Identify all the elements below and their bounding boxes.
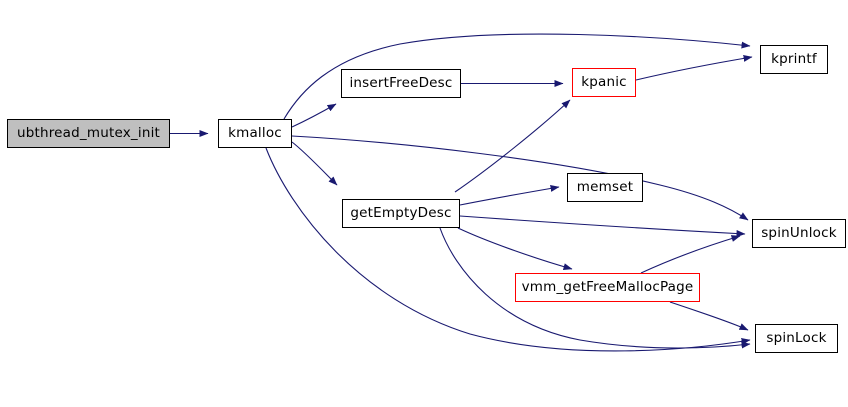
node-label-kmalloc: kmalloc bbox=[228, 124, 282, 141]
edge-getEmptyDesc-to-memset bbox=[459, 184, 560, 206]
node-label-spinLock: spinLock bbox=[766, 329, 827, 346]
edge-getEmptyDesc-to-spinLock bbox=[439, 227, 751, 349]
node-label-kprintf: kprintf bbox=[771, 50, 817, 67]
node-label-getEmptyDesc: getEmptyDesc bbox=[350, 204, 452, 221]
edge-getEmptyDesc-to-spinUnlock bbox=[459, 215, 746, 238]
node-kmalloc[interactable]: kmalloc bbox=[218, 119, 292, 148]
edges-group bbox=[170, 33, 753, 352]
node-insertFreeDesc[interactable]: insertFreeDesc bbox=[341, 69, 461, 98]
edge-getEmptyDesc-to-vmm_getFreeMallocPage bbox=[457, 227, 573, 271]
node-label-spinUnlock: spinUnlock bbox=[761, 224, 837, 241]
edge-getEmptyDesc-to-kpanic bbox=[454, 99, 571, 193]
node-label-vmm_getFreeMallocPage: vmm_getFreeMallocPage bbox=[521, 278, 694, 295]
edge-vmm_getFreeMallocPage-to-spinUnlock bbox=[640, 235, 741, 274]
edge-kmalloc-to-spinUnlock bbox=[291, 135, 749, 221]
node-getEmptyDesc[interactable]: getEmptyDesc bbox=[342, 199, 460, 228]
edge-kmalloc-to-insertFreeDesc bbox=[291, 103, 337, 128]
node-vmm_getFreeMallocPage[interactable]: vmm_getFreeMallocPage bbox=[515, 273, 700, 302]
edge-vmm_getFreeMallocPage-to-spinLock bbox=[669, 301, 749, 331]
node-label-insertFreeDesc: insertFreeDesc bbox=[349, 74, 453, 91]
node-label-ubthread_mutex_init: ubthread_mutex_init bbox=[16, 124, 161, 141]
node-spinUnlock[interactable]: spinUnlock bbox=[752, 219, 846, 248]
edge-kpanic-to-kprintf bbox=[635, 54, 753, 81]
edge-kmalloc-to-getEmptyDesc bbox=[291, 141, 338, 186]
node-memset[interactable]: memset bbox=[567, 173, 643, 202]
edge-kmalloc-to-spinLock bbox=[265, 147, 751, 352]
node-label-kpanic: kpanic bbox=[581, 73, 627, 90]
node-spinLock[interactable]: spinLock bbox=[755, 324, 838, 353]
node-ubthread_mutex_init[interactable]: ubthread_mutex_init bbox=[7, 119, 170, 148]
node-kprintf[interactable]: kprintf bbox=[760, 45, 828, 74]
node-kpanic[interactable]: kpanic bbox=[572, 68, 636, 97]
node-label-memset: memset bbox=[576, 178, 634, 195]
edge-kmalloc-to-kprintf bbox=[283, 33, 751, 120]
